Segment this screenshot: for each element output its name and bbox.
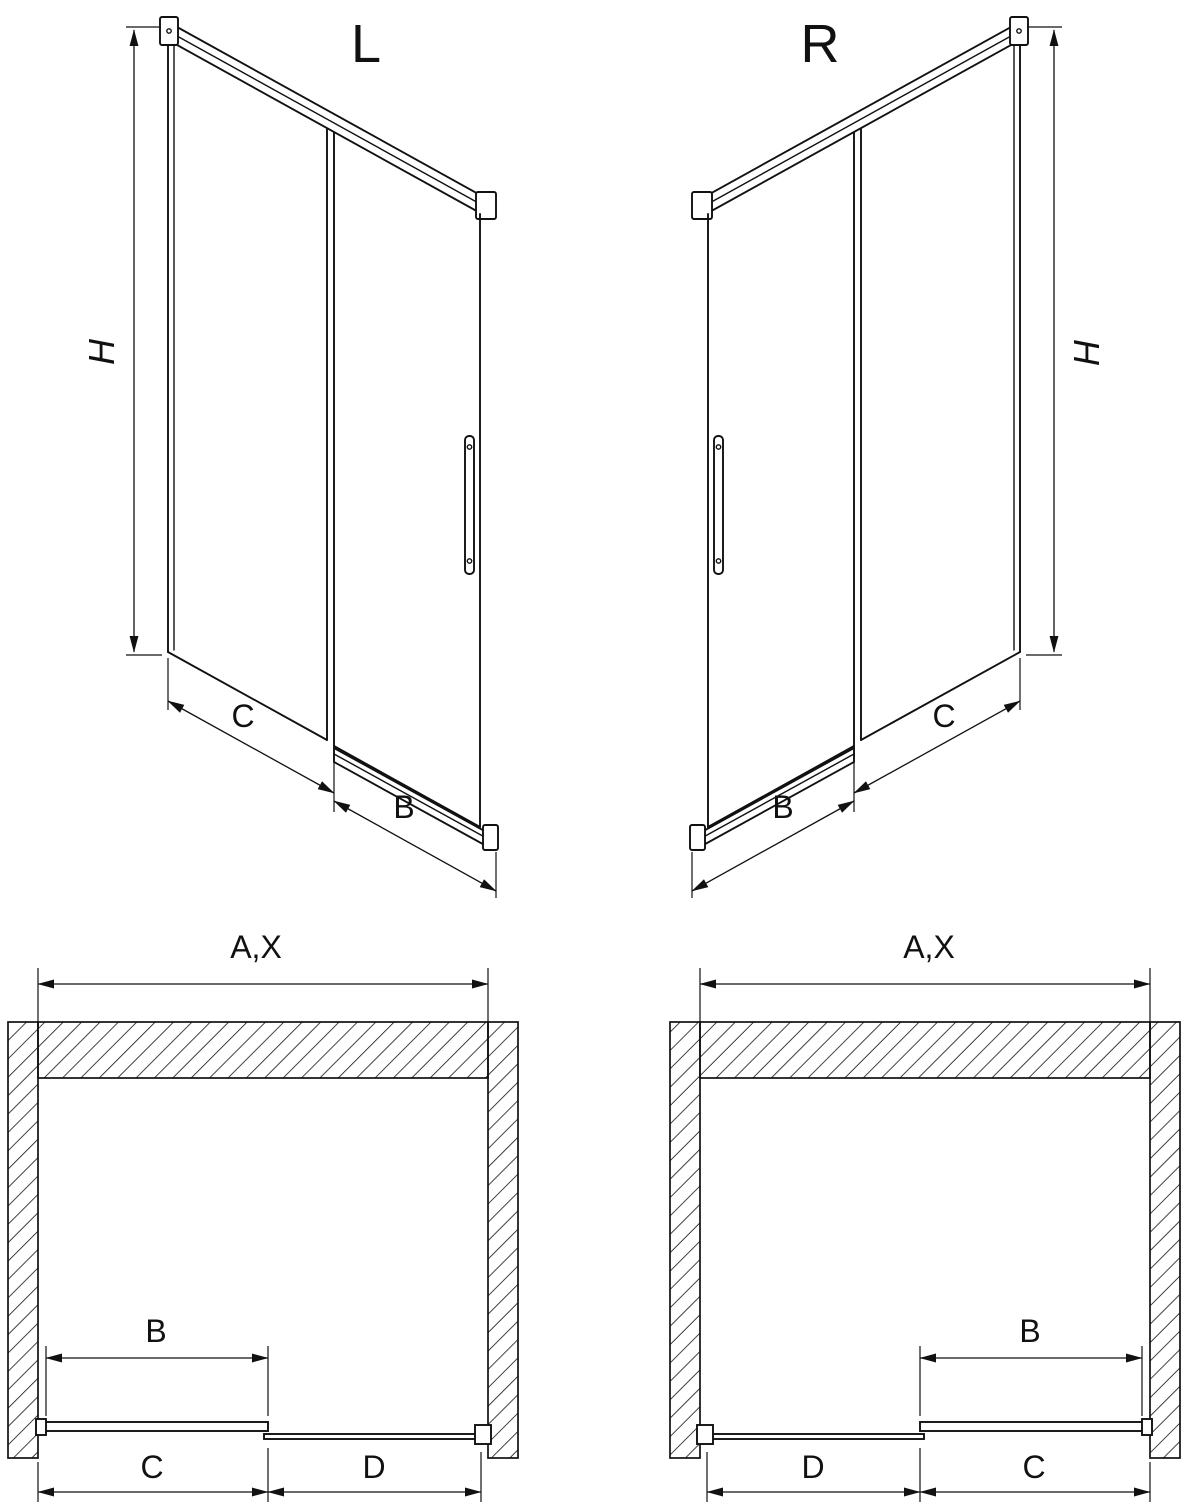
plan-view-right: A,X B D C bbox=[670, 929, 1180, 1502]
iso-view-right: R H B C bbox=[690, 14, 1107, 898]
dim-label-door-left-plan: B bbox=[145, 1313, 166, 1349]
dim-label-fixed-width-right: C bbox=[932, 698, 955, 734]
variant-label-right: R bbox=[801, 14, 840, 74]
dim-label-door-width-left: B bbox=[393, 789, 414, 825]
dim-label-bottom-left-left-plan: C bbox=[140, 1449, 163, 1485]
dim-label-height-left: H bbox=[81, 338, 122, 365]
dim-label-door-right-plan: B bbox=[1019, 1313, 1040, 1349]
dim-label-height-right: H bbox=[1066, 339, 1107, 366]
iso-left-drawing bbox=[126, 17, 498, 898]
dim-label-bottom-left-right-plan: D bbox=[801, 1449, 824, 1485]
variant-label-left: L bbox=[351, 14, 381, 74]
iso-view-left: L H C B bbox=[81, 14, 498, 898]
iso-right-drawing bbox=[690, 17, 1062, 898]
dim-label-door-width-right: B bbox=[772, 789, 793, 825]
dim-label-bottom-right-left-plan: D bbox=[362, 1449, 385, 1485]
dim-label-overall-right-plan: A,X bbox=[903, 929, 955, 965]
dim-label-overall-left-plan: A,X bbox=[230, 929, 282, 965]
dim-label-bottom-right-right-plan: C bbox=[1022, 1449, 1045, 1485]
plan-right-drawing bbox=[670, 968, 1180, 1502]
dim-label-fixed-width-left: C bbox=[231, 698, 254, 734]
plan-left-drawing bbox=[8, 968, 518, 1502]
plan-view-left: A,X B C D bbox=[8, 929, 518, 1502]
